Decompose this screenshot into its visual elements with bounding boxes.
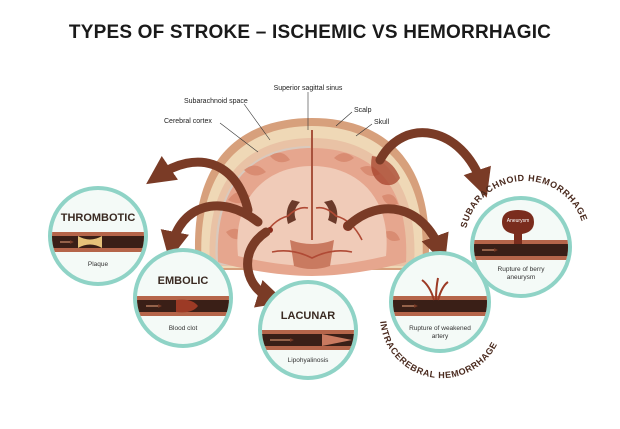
lacunar-title: LACUNAR (281, 310, 335, 322)
embolic-caption: Blood clot (169, 325, 198, 332)
thrombotic-title: THROMBOTIC (61, 212, 136, 224)
thrombotic-caption: Plaque (88, 261, 109, 268)
label-cerebral-cortex: Cerebral cortex (164, 118, 212, 125)
anatomy-labels: Superior sagittal sinus Subarachnoid spa… (164, 85, 390, 153)
arrow-to-lacunar (243, 227, 286, 308)
arrow-to-subarachnoid (375, 128, 491, 198)
arrow-to-embolic (160, 201, 263, 261)
intracerebral-caption-line2: artery (432, 333, 449, 340)
lacunar-caption: Lipohyalinosis (288, 357, 330, 364)
page-title: TYPES OF STROKE – ISCHEMIC VS HEMORRHAGI… (68, 22, 552, 43)
lacunar-circle: LACUNAR Lipohyalinosis (258, 280, 358, 380)
arrow-to-intracerebral (343, 204, 449, 264)
label-superior-sagittal-sinus: Superior sagittal sinus (274, 85, 343, 92)
pointer-arrows (146, 128, 491, 308)
aneurysm-label: Aneurysm (507, 218, 530, 224)
label-subarachnoid-space: Subarachnoid space (184, 98, 248, 105)
embolic-title: EMBOLIC (158, 275, 209, 287)
subarachnoid-caption-line2: aneurysm (507, 274, 536, 281)
intracerebral-caption-line1: Rupture of weakened (409, 325, 471, 332)
subarachnoid-caption-line1: Rupture of berry (498, 266, 546, 273)
label-scalp: Scalp (354, 107, 372, 114)
arrow-to-thrombotic (146, 155, 253, 215)
embolic-circle: EMBOLIC Blood clot (133, 248, 233, 348)
label-skull: Skull (374, 119, 390, 126)
thrombotic-circle: THROMBOTIC Plaque (48, 186, 148, 286)
